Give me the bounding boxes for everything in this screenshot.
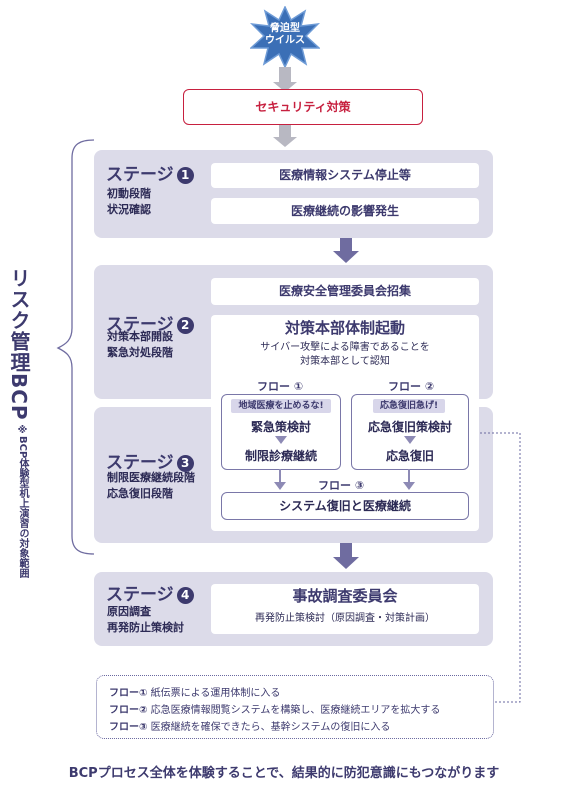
stage-4-box-title: 事故調査委員会 [292,587,398,605]
flow-3-box: システム復旧と医療継続 [221,492,469,520]
flow-2-tag: 応急復旧急げ! [373,399,445,413]
stage-1-sub2: 状況確認 [107,203,151,216]
threat-label: 脅迫型 ウイルス [250,23,320,47]
flow-2-step-1: 応急復旧策検討 [367,420,452,434]
stage-2-number: 2 [176,317,194,334]
flow-1-inner-arrow [275,436,287,444]
hq-title: 対策本部体制起動 [284,319,405,337]
arrow-stage-1-head [333,251,359,263]
flow-notes-box: フロー① 紙伝票による運用体制に入る フロー② 応急医療情報閲覧システムを構築し… [96,675,494,739]
stage-4-sub1: 原因調査 [107,605,151,618]
note-1-key: フロー① [109,688,148,699]
note-3-text: 医療継続を確保できたら、基幹システムの復旧に入る [150,722,391,733]
flow-2-step-2: 応急復旧 [385,449,434,463]
flow-1-label: フロー ① [257,380,304,393]
note-2: フロー② 応急医療情報閲覧システムを構築し、医療継続エリアを拡大する [109,701,440,716]
stage-2-box-1: 医療安全管理委員会招集 [211,278,479,305]
stage-1-sub1: 初動段階 [107,187,151,200]
security-box: セキュリティ対策 [183,89,423,125]
stage-4-box [211,584,479,634]
note-2-text: 応急医療情報閲覧システムを構築し、医療継続エリアを拡大する [150,705,441,716]
stage-4-label: ステージ [106,585,174,605]
stage-3-number: 3 [176,455,194,472]
arrow-flow-1-head [274,482,286,490]
stage-4-box-desc: 再発防止策検討（原因調査・対策計画） [255,613,435,624]
side-note: ※BCP体験型机上演習の対象範囲 [17,425,28,579]
hq-desc-line1: サイバー攻撃による障害であることを [260,342,430,353]
stage-2-label: ステージ [106,315,174,335]
arrow-security-shaft [279,125,291,139]
flow-1-step-2: 制限診療継続 [244,449,317,463]
side-bracket [56,139,95,555]
stage-1-label: ステージ [106,165,174,185]
note-1: フロー① 紙伝票による運用体制に入る [109,684,280,699]
arrow-stage-1-shaft [340,238,352,252]
stage-1-number: 1 [176,167,194,184]
threat-line2: ウイルス [265,35,305,46]
note-3: フロー③ 医療継続を確保できたら、基幹システムの復旧に入る [109,718,390,733]
note-3-key: フロー③ [109,722,148,733]
flow-2-label: フロー ② [388,380,435,393]
flow-1-tag: 地域医療を止めるな! [231,399,331,413]
stage-3-label: ステージ [106,453,174,473]
stage-3-subtitle: 制限医療継続段階 応急復旧段階 [107,470,195,502]
stage-4-sub2: 再発防止策検討 [107,621,184,634]
stage-4-subtitle: 原因調査 再発防止策検討 [107,604,184,636]
arrow-threat-shaft [279,67,291,85]
note-1-text: 紙伝票による運用体制に入る [150,688,281,699]
stage-2-subtitle: 対策本部開設 緊急対処段階 [107,329,173,361]
stage-3-sub1: 制限医療継続段階 [107,471,195,484]
arrow-flow-2-shaft [408,469,410,483]
stage-3-sub2: 応急復旧段階 [107,487,173,500]
arrow-security-head [273,137,297,147]
arrow-stage-3-head [333,557,359,569]
threat-line1: 脅迫型 [270,23,300,34]
stage-2-sub2: 緊急対処段階 [107,346,173,359]
notes-connector [480,432,521,703]
flow-3-label: フロー ③ [318,479,365,492]
arrow-stage-3-shaft [340,543,352,558]
hq-description: サイバー攻撃による障害であることを 対策本部として認知 [211,341,479,369]
arrow-threat-head [273,82,297,92]
flow-1-step-1: 緊急策検討 [250,420,311,434]
stage-1-subtitle: 初動段階 状況確認 [107,186,151,218]
note-2-key: フロー② [109,705,148,716]
arrow-flow-2-head [403,482,415,490]
stage-1-box-1: 医療情報システム停止等 [211,163,479,188]
stage-2-sub1: 対策本部開設 [107,330,173,343]
stage-4-number: 4 [176,587,194,604]
hq-desc-line2: 対策本部として認知 [300,356,390,367]
flow-2-inner-arrow [404,436,416,444]
footer-text: BCPプロセス全体を体験することで、結果的に防犯意識にもつながります [68,766,500,781]
arrow-flow-1-shaft [279,469,281,483]
stage-1-box-2: 医療継続の影響発生 [211,198,479,224]
side-title: リスク管理BCP [7,268,31,421]
